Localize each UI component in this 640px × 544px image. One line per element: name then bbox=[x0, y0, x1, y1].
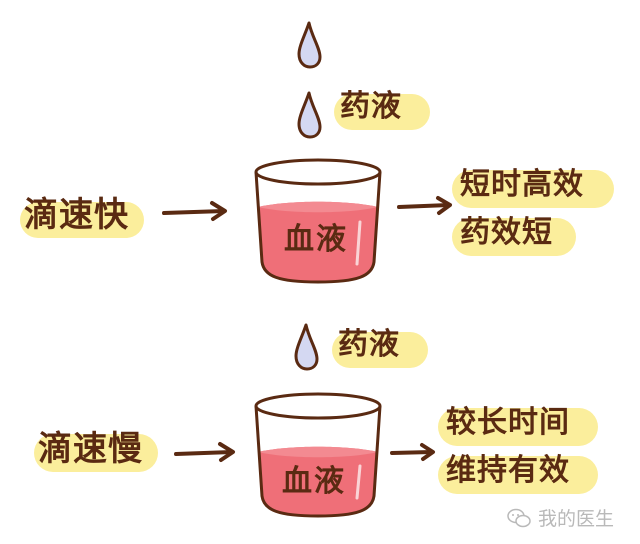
watermark-text: 我的医生 bbox=[538, 508, 615, 530]
drug-label: 药液 bbox=[334, 92, 430, 130]
watermark: 我的医生 bbox=[506, 504, 614, 531]
cup-icon bbox=[254, 158, 382, 284]
drip-speed-label: 滴速快 bbox=[20, 198, 144, 238]
cup-icon bbox=[254, 392, 382, 518]
arrow-right-icon bbox=[397, 196, 452, 215]
drop-icon bbox=[297, 91, 322, 139]
arrow-right-icon bbox=[162, 201, 227, 221]
blood-label: 血液 bbox=[282, 464, 346, 499]
result-line-2: 药效短 bbox=[452, 218, 576, 256]
result-line-1: 短时高效 bbox=[452, 170, 614, 208]
drop-icon bbox=[294, 323, 319, 371]
drop-icon bbox=[297, 21, 322, 69]
arrow-right-icon bbox=[390, 443, 435, 461]
result-line-2: 维持有效 bbox=[438, 456, 598, 494]
wechat-icon bbox=[507, 508, 531, 527]
drip-speed-label: 滴速慢 bbox=[34, 432, 158, 472]
result-line-1: 较长时间 bbox=[438, 408, 598, 446]
drug-label: 药液 bbox=[332, 330, 428, 368]
arrow-right-icon bbox=[174, 442, 235, 462]
blood-label: 血液 bbox=[284, 222, 348, 257]
